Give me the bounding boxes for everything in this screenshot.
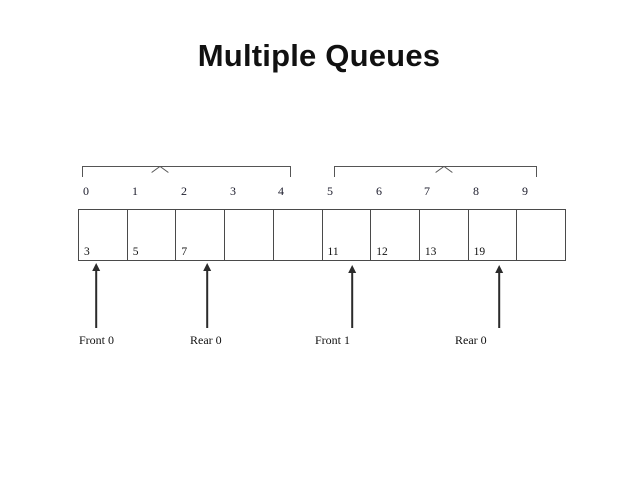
rear-0-label: Rear 0 xyxy=(190,333,222,347)
brace-peak xyxy=(435,160,453,167)
front-1-arrow-icon xyxy=(347,265,356,328)
queue-array: 3 5 7 11 12 13 19 xyxy=(78,209,566,261)
queue-0-range-brace xyxy=(82,160,291,178)
array-cell-value-6: 12 xyxy=(376,246,388,258)
array-index-label-0: 0 xyxy=(83,184,89,198)
array-cell-1[interactable]: 5 xyxy=(127,210,177,260)
array-cell-value-5: 11 xyxy=(327,246,339,258)
arrow-head-icon xyxy=(347,265,356,273)
array-cell-8[interactable]: 19 xyxy=(468,210,518,260)
array-index-label-2: 2 xyxy=(181,184,187,198)
array-cell-4[interactable] xyxy=(273,210,323,260)
arrow-head-icon xyxy=(202,263,211,271)
rear-1-label: Rear 0 xyxy=(455,333,487,347)
array-index-label-6: 6 xyxy=(376,184,382,198)
front-0-label: Front 0 xyxy=(79,333,115,347)
brace-peak xyxy=(151,160,169,167)
brace-tick-right xyxy=(290,166,291,177)
array-cell-value-1: 5 xyxy=(132,246,139,258)
array-cell-9[interactable] xyxy=(517,210,566,260)
queue-1-range-brace xyxy=(334,160,537,178)
array-cell-value-7: 13 xyxy=(424,246,437,258)
array-cell-3[interactable] xyxy=(225,210,274,260)
rear-1-arrow-icon xyxy=(494,265,503,328)
brace-tick-left xyxy=(82,166,83,177)
array-cell-6[interactable]: 12 xyxy=(371,210,420,260)
brace-tick-right xyxy=(536,166,537,177)
array-index-label-4: 4 xyxy=(278,184,284,198)
page-title: Multiple Queues xyxy=(197,38,441,73)
array-index-label-3: 3 xyxy=(230,184,236,198)
front-0-arrow-icon xyxy=(91,263,100,328)
arrow-head-icon xyxy=(91,263,100,271)
array-cell-7[interactable]: 13 xyxy=(419,210,469,260)
array-index-row: 0 1 2 3 4 5 6 7 8 9 xyxy=(78,184,566,200)
array-index-label-8: 8 xyxy=(473,184,479,198)
array-cell-0[interactable]: 3 xyxy=(79,210,128,260)
array-index-label-9: 9 xyxy=(522,184,528,198)
array-cell-5[interactable]: 11 xyxy=(322,210,372,260)
array-index-label-5: 5 xyxy=(327,184,333,198)
array-cell-value-8: 19 xyxy=(473,246,486,258)
brace-bar xyxy=(82,166,291,167)
array-index-label-7: 7 xyxy=(424,184,430,198)
array-index-label-1: 1 xyxy=(132,184,138,198)
brace-tick-left xyxy=(334,166,335,177)
array-cell-2[interactable]: 7 xyxy=(176,210,226,260)
arrow-head-icon xyxy=(494,265,503,273)
array-cell-value-2: 7 xyxy=(181,246,188,258)
front-1-label: Front 1 xyxy=(315,333,351,347)
array-cell-value-0: 3 xyxy=(84,246,90,258)
rear-0-arrow-icon xyxy=(202,263,211,328)
